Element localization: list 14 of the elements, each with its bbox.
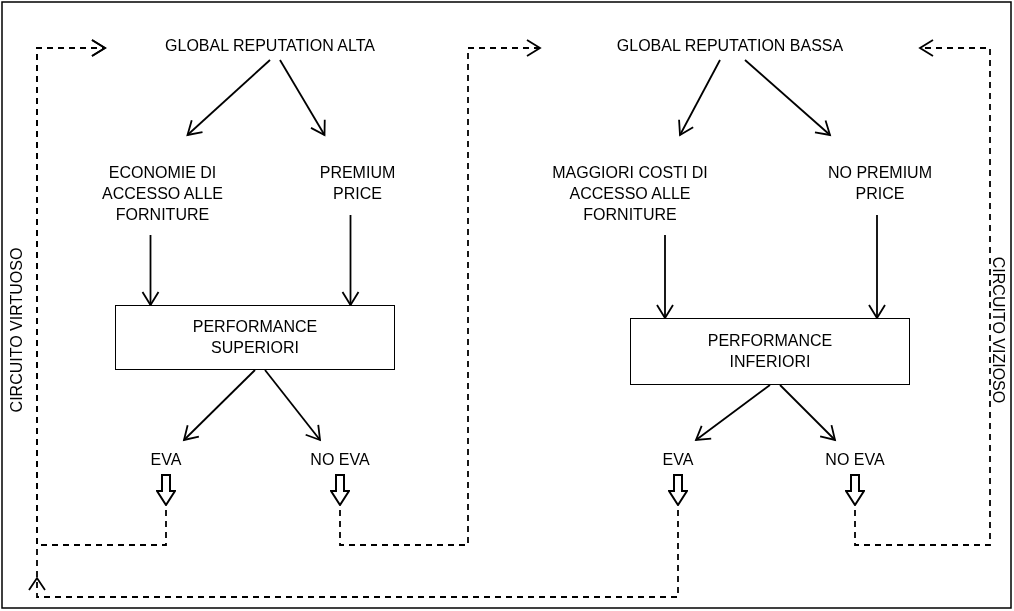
vertical-label: CIRCUITO VIRTUOSO <box>7 247 26 413</box>
node-label: MAGGIORI COSTI DI ACCESSO ALLE FORNITURE <box>545 135 715 235</box>
process-box: PERFORMANCE SUPERIORI <box>115 305 395 370</box>
node-label: NO PREMIUM PRICE <box>810 135 950 215</box>
node-label: GLOBAL REPUTATION ALTA <box>105 36 435 60</box>
node-label: EVA <box>662 450 694 470</box>
process-box: PERFORMANCE INFERIORI <box>630 318 910 385</box>
node-label: NO EVA <box>310 450 370 470</box>
node-label: EVA <box>150 450 182 470</box>
vertical-label: CIRCUITO VIZIOSO <box>989 256 1008 404</box>
node-label: NO EVA <box>825 450 885 470</box>
node-label: GLOBAL REPUTATION BASSA <box>540 36 920 60</box>
node-label: ECONOMIE DI ACCESSO ALLE FORNITURE <box>85 135 240 235</box>
node-label: PREMIUM PRICE <box>300 135 415 215</box>
